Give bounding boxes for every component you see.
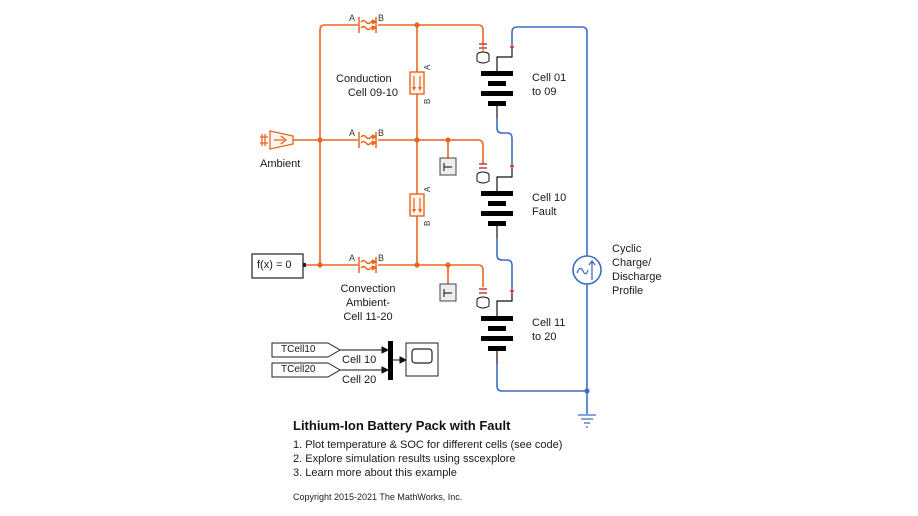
from-block-tcell20[interactable] <box>271 362 341 378</box>
source-label-line1: Cyclic <box>612 243 642 255</box>
thermal-network <box>293 24 484 287</box>
mux-block[interactable] <box>388 341 393 380</box>
cell-label-line2: Fault <box>532 206 557 218</box>
port-a-label: A <box>423 64 432 70</box>
source-label: Cyclic Charge/ Discharge Profile <box>612 242 662 298</box>
goto-tag-tcell10: TCell10 <box>281 344 316 355</box>
cyclic-current-source[interactable] <box>572 255 602 285</box>
cell-label-01-09: Cell 01 to 09 <box>532 71 566 99</box>
signal-lines <box>340 346 408 374</box>
from-block-tcell10[interactable] <box>271 342 341 358</box>
conduction-label-line2: Cell 09-10 <box>347 87 398 99</box>
temperature-sensor-cell10[interactable] <box>439 157 457 176</box>
convection-label-line2: Ambient- <box>345 297 391 309</box>
port-labels: A B A B A B <box>349 13 384 263</box>
signal-label-cell20: Cell 20 <box>342 374 377 386</box>
electrical-ground[interactable] <box>578 414 596 428</box>
port-a-label: A <box>349 128 355 138</box>
electrical-wire-top[interactable] <box>511 26 588 256</box>
thermal-wire-bottom[interactable] <box>378 264 484 287</box>
battery-cell-11-20[interactable] <box>476 288 514 364</box>
model-title: Lithium-Ion Battery Pack with Fault <box>293 418 511 433</box>
port-b-label: B <box>423 221 432 226</box>
link-learn-more[interactable]: 3. Learn more about this example <box>293 467 457 479</box>
convection-block-top[interactable] <box>358 17 377 33</box>
signal-label-cell10: Cell 10 <box>342 354 377 366</box>
cell-label-line2: to 09 <box>532 86 557 98</box>
goto-tag-tcell20: TCell20 <box>281 364 316 375</box>
port-b-label: B <box>378 13 384 23</box>
electrical-wire-cell2-cell3[interactable] <box>496 238 513 289</box>
convection-block-bottom[interactable] <box>358 257 377 273</box>
cell-label-11-20: Cell 11 to 20 <box>532 316 565 344</box>
cell-label-line2: to 20 <box>532 331 557 343</box>
port-b-label: B <box>378 253 384 263</box>
port-a-label: A <box>349 253 355 263</box>
thermal-junctions <box>317 22 451 268</box>
cell-label-10: Cell 10 Fault <box>532 191 566 219</box>
constant-block-text: f(x) = 0 <box>257 259 292 271</box>
electrical-wire-cell1-cell2[interactable] <box>496 118 513 164</box>
conduction-label-line1: Conduction <box>336 73 392 85</box>
convection-label-line1: Convection <box>340 283 396 295</box>
port-b-label: B <box>378 128 384 138</box>
convection-label-line3: Cell 11-20 <box>343 311 393 323</box>
port-b-label: B <box>423 99 432 104</box>
convection-label: Convection Ambient- Cell 11-20 <box>330 282 406 324</box>
convection-block-middle[interactable] <box>358 132 377 148</box>
battery-cell-01-09[interactable] <box>476 43 514 118</box>
electrical-network <box>496 26 588 414</box>
conduction-block-upper[interactable]: A B <box>409 64 432 104</box>
battery-cell-10-fault[interactable] <box>476 163 514 238</box>
electrical-wire-bottom[interactable] <box>496 364 587 392</box>
cell-label-line1: Cell 01 <box>532 72 567 84</box>
conduction-label: Conduction <box>336 72 392 86</box>
source-label-line3: Discharge <box>612 271 662 283</box>
port-a-label: A <box>349 13 355 23</box>
thermal-wire-middle[interactable] <box>378 139 484 164</box>
conduction-block-lower[interactable]: A B <box>409 186 432 226</box>
thermal-wire-left-bus[interactable] <box>319 24 358 265</box>
source-label-line4: Profile <box>612 285 644 297</box>
link-plot-temperature-soc[interactable]: 1. Plot temperature & SOC for different … <box>293 439 563 451</box>
cell-label-line1: Cell 10 <box>532 192 567 204</box>
temperature-sensor-cell20[interactable] <box>439 283 457 302</box>
solver-configuration-block[interactable] <box>251 253 306 279</box>
scope-block[interactable] <box>405 342 439 377</box>
thermal-wire-top[interactable] <box>378 24 484 44</box>
ambient-temperature-source[interactable] <box>260 130 294 150</box>
port-a-label: A <box>423 186 432 192</box>
cell-label-line1: Cell 11 <box>532 317 566 329</box>
electrical-junction <box>584 388 590 394</box>
copyright: Copyright 2015-2021 The MathWorks, Inc. <box>293 492 463 502</box>
ambient-label: Ambient <box>260 158 301 170</box>
link-explore-sscexplore[interactable]: 2. Explore simulation results using ssce… <box>293 453 516 465</box>
source-label-line2: Charge/ <box>612 257 652 269</box>
info-links: 1. Plot temperature & SOC for different … <box>293 438 562 480</box>
